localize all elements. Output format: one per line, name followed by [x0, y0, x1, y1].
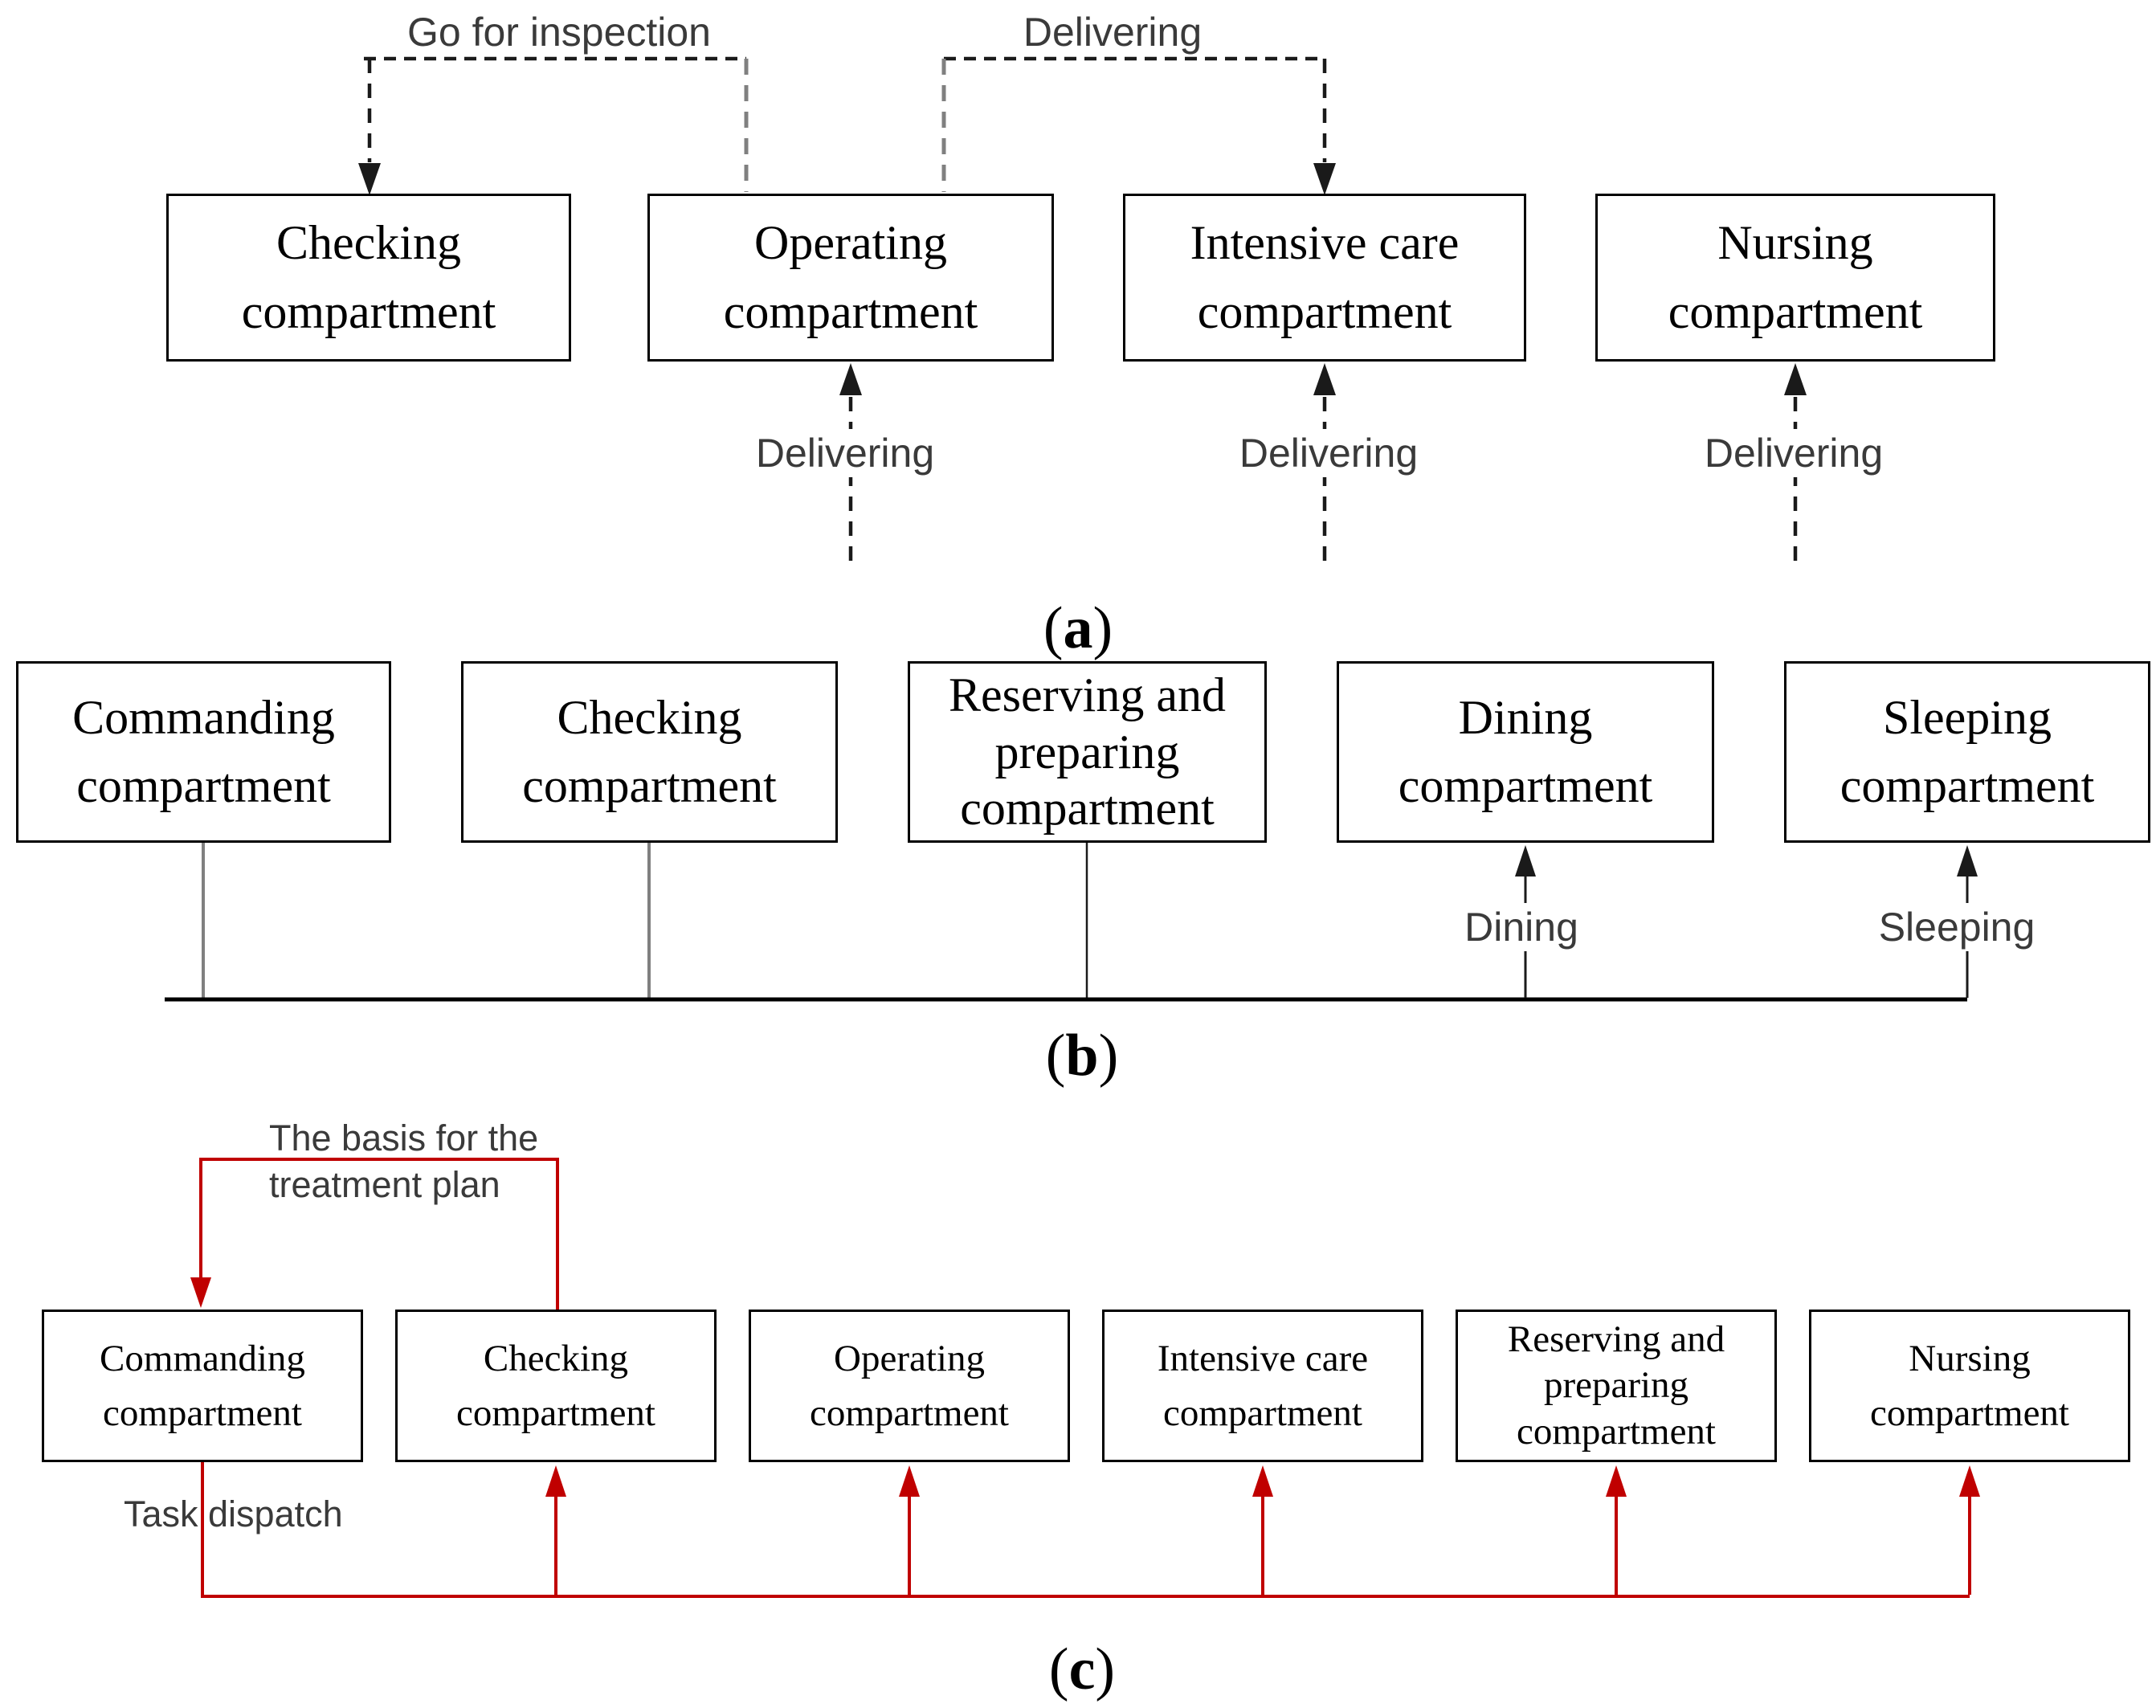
box-label: Operating compartment: [810, 1337, 1009, 1434]
box-label: Nursing compartment: [1870, 1337, 2069, 1434]
box-nursing-compartment-c: Nursing compartment: [1809, 1310, 2130, 1462]
caption-paren-open: (: [1043, 595, 1064, 661]
box-dining-compartment-b: Dining compartment: [1337, 661, 1714, 843]
box-label: Reserving and preparing compartment: [1507, 1318, 1725, 1453]
a-arrowhead-into-checking: [358, 163, 381, 195]
c-arrowhead-into-commanding: [190, 1277, 211, 1308]
label-delivering-intensive: Delivering: [1232, 429, 1425, 477]
a-arrowhead-into-intensive-care: [1313, 163, 1336, 195]
box-commanding-compartment-b: Commanding compartment: [16, 661, 391, 843]
label-delivering-operating: Delivering: [749, 429, 941, 477]
box-label: Operating compartment: [723, 216, 978, 338]
caption-paren-close: ): [1098, 1023, 1119, 1089]
box-label: Intensive care compartment: [1190, 216, 1460, 338]
label-go-for-inspection: Go for inspection: [407, 10, 711, 55]
box-checking-compartment-a: Checking compartment: [166, 194, 571, 362]
a-arrowhead-into-operating-bottom: [839, 363, 862, 395]
box-label: Dining compartment: [1398, 690, 1653, 812]
caption-paren-open: (: [1045, 1023, 1066, 1089]
caption-b: (b): [1046, 1022, 1118, 1090]
caption-letter: c: [1068, 1636, 1096, 1702]
c-arrowhead-into-intensive: [1252, 1465, 1273, 1497]
box-label: Sleeping compartment: [1840, 690, 2095, 812]
box-operating-compartment-a: Operating compartment: [647, 194, 1054, 362]
caption-a: (a): [1043, 595, 1113, 663]
box-checking-compartment-c: Checking compartment: [395, 1310, 717, 1462]
a-arrowhead-into-intensive-bottom: [1313, 363, 1336, 395]
box-label: Checking compartment: [241, 216, 496, 338]
caption-paren-open: (: [1048, 1636, 1069, 1702]
box-intensive-care-compartment-a: Intensive care compartment: [1123, 194, 1526, 362]
box-reserving-preparing-compartment-b: Reserving and preparing compartment: [908, 661, 1267, 843]
caption-paren-close: ): [1092, 595, 1113, 661]
box-operating-compartment-c: Operating compartment: [749, 1310, 1070, 1462]
box-label: Commanding compartment: [100, 1337, 305, 1434]
label-sleeping: Sleeping: [1872, 903, 2042, 951]
box-label: Reserving and preparing compartment: [949, 668, 1226, 836]
box-label: Checking compartment: [456, 1337, 655, 1434]
box-reserving-preparing-compartment-c: Reserving and preparing compartment: [1456, 1310, 1777, 1462]
caption-letter: a: [1063, 595, 1093, 661]
box-sleeping-compartment-b: Sleeping compartment: [1784, 661, 2150, 843]
label-delivering-nursing: Delivering: [1697, 429, 1890, 477]
c-arrowhead-into-nursing: [1959, 1465, 1980, 1497]
box-checking-compartment-b: Checking compartment: [461, 661, 838, 843]
b-arrowhead-into-dining: [1515, 845, 1536, 876]
box-label: Nursing compartment: [1668, 216, 1923, 338]
a-arrowhead-into-nursing-bottom: [1784, 363, 1807, 395]
caption-letter: b: [1065, 1023, 1099, 1089]
caption-c: (c): [1049, 1636, 1115, 1704]
box-intensive-care-compartment-c: Intensive care compartment: [1102, 1310, 1423, 1462]
caption-paren-close: ): [1095, 1636, 1116, 1702]
box-nursing-compartment-a: Nursing compartment: [1595, 194, 1995, 362]
box-label: Intensive care compartment: [1157, 1337, 1369, 1434]
label-delivering-top: Delivering: [1023, 10, 1203, 55]
c-arrowhead-into-checking: [545, 1465, 566, 1497]
c-arrowhead-into-operating: [899, 1465, 920, 1497]
box-label: Checking compartment: [522, 690, 777, 812]
box-label: Commanding compartment: [72, 690, 335, 812]
box-commanding-compartment-c: Commanding compartment: [42, 1310, 363, 1462]
c-treatment-basis-red-line: [199, 1158, 559, 1310]
label-dining: Dining: [1458, 903, 1585, 951]
label-treatment-basis: The basis for the treatment plan: [269, 1118, 539, 1205]
b-arrowhead-into-sleeping: [1957, 845, 1978, 876]
c-arrowhead-into-reserving: [1606, 1465, 1627, 1497]
label-task-dispatch: Task dispatch: [124, 1493, 343, 1534]
